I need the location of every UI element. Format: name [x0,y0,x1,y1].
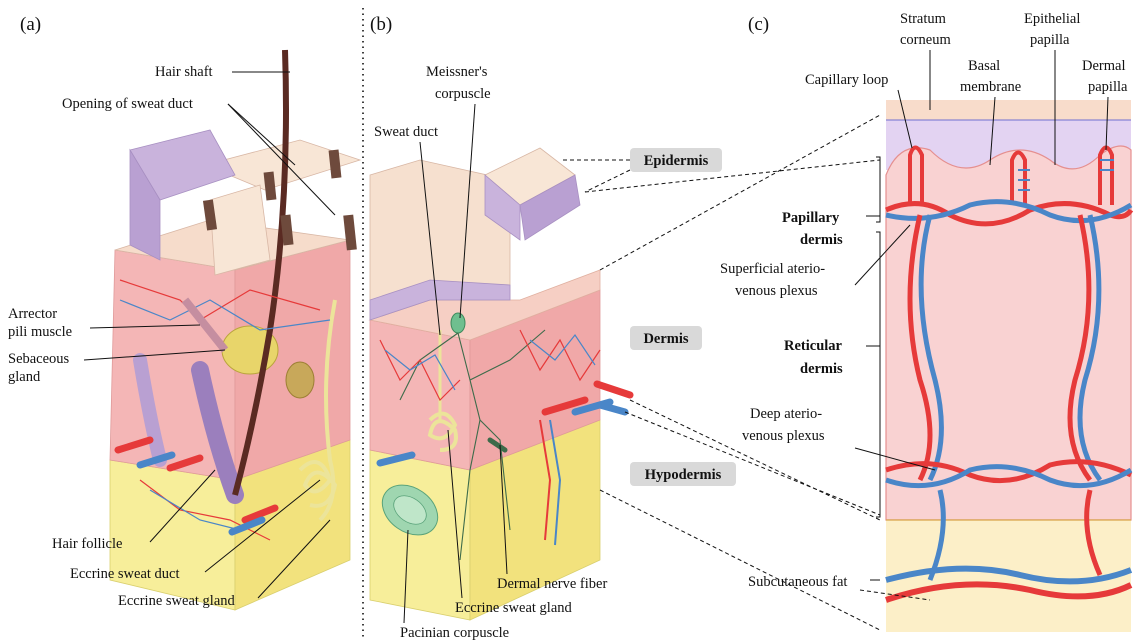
label-sebaceous-1: Sebaceous [8,351,70,367]
label-dermal-papilla-1: Dermal [1082,58,1125,74]
label-dermal-nerve-fiber: Dermal nerve fiber [497,576,607,592]
label-hypodermis: Hypodermis [645,467,722,483]
panel-b-letter: (b) [370,14,392,35]
label-reticular-2: dermis [800,361,843,377]
label-basal-2: membrane [960,79,1021,95]
leader-epidermis-2 [585,170,630,192]
label-pacinian: Pacinian corpuscle [400,625,509,641]
label-eccrine-sweat-duct-a: Eccrine sweat duct [70,566,180,582]
label-reticular-1: Reticular [784,338,843,354]
label-arrector-2: pili muscle [8,324,72,340]
label-subcutaneous-fat: Subcutaneous fat [748,574,847,590]
label-opening-sweat-duct: Opening of sweat duct [62,96,193,112]
bracket-papillary [876,157,880,222]
label-epithelial-1: Epithelial [1024,11,1080,27]
label-epidermis: Epidermis [644,153,709,169]
label-stratum-1: Stratum [900,11,947,27]
label-superficial-2: venous plexus [735,283,818,299]
panel-a-letter: (a) [20,14,41,35]
connector-bottom [600,490,880,630]
label-eccrine-sweat-gland-a: Eccrine sweat gland [118,593,236,609]
label-epithelial-2: papilla [1030,32,1070,48]
label-dermal-papilla-2: papilla [1088,79,1128,95]
label-meissner-2: corpuscle [435,86,491,102]
label-hair-follicle: Hair follicle [52,536,122,552]
label-hair-shaft: Hair shaft [155,64,213,80]
panel-a-illustration [110,50,360,610]
label-deep-1: Deep aterio- [750,406,822,422]
panel-b-illustration [370,148,630,620]
label-arrector-1: Arrector [8,306,57,322]
label-superficial-1: Superficial aterio- [720,261,825,277]
bracket-reticular [876,232,880,517]
panel-c-illustration [886,100,1131,632]
label-sebaceous-2: gland [8,369,41,385]
label-meissner-1: Meissner's [426,64,488,80]
connector-epi [585,160,880,192]
label-sweat-duct-b: Sweat duct [374,124,438,140]
panel-c-letter: (c) [748,14,769,35]
label-basal-1: Basal [968,58,1000,74]
label-papillary-1: Papillary [782,210,840,226]
label-capillary-loop: Capillary loop [805,72,888,88]
label-deep-2: venous plexus [742,428,825,444]
label-papillary-2: dermis [800,232,843,248]
label-dermis: Dermis [643,331,688,347]
label-stratum-2: corneum [900,32,951,48]
label-eccrine-sweat-gland-b: Eccrine sweat gland [455,600,573,616]
